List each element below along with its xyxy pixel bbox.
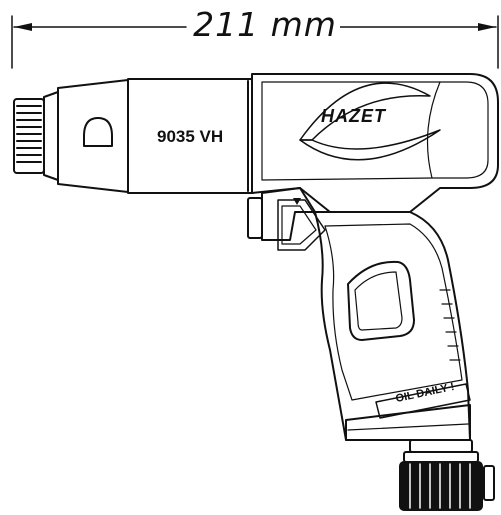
handle-grip (314, 211, 471, 441)
air-inlet (399, 439, 495, 511)
body-housing (251, 73, 499, 213)
model-label: 9035 VH (157, 127, 224, 146)
chisel-retainer (13, 91, 59, 181)
dimension-label: 211 mm (190, 4, 340, 46)
dimension-line (11, 15, 499, 69)
trigger[interactable] (247, 187, 326, 251)
brand-logo: HAZET (321, 106, 386, 126)
